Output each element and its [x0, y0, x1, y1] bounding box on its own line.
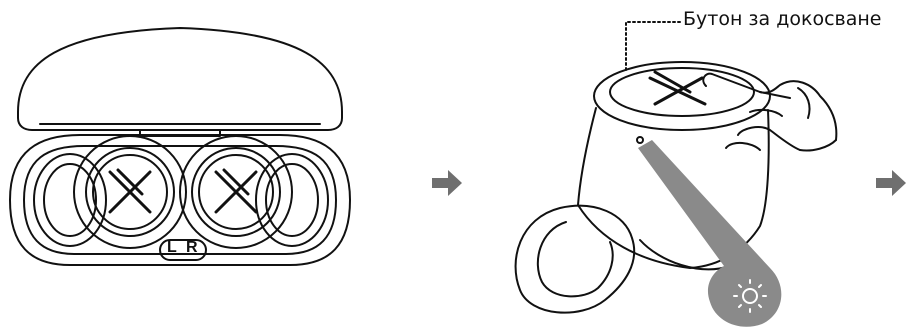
x-logo-icon [650, 72, 705, 104]
earbud-case [10, 28, 350, 265]
led-indicator-icon [637, 137, 643, 143]
right-earbud [180, 136, 292, 248]
left-mark: L [167, 239, 177, 257]
arrow-right-icon [876, 170, 906, 196]
case-lid [18, 28, 342, 130]
x-logo-icon [216, 170, 256, 212]
left-cavity-inner [44, 164, 96, 236]
x-logo-icon [110, 170, 150, 212]
right-mark: R [186, 239, 198, 257]
left-earbud [74, 136, 186, 248]
arrow-right-icon [432, 170, 462, 196]
led-pointer [638, 140, 781, 327]
earbud-top-cap [594, 62, 770, 130]
touch-button-label: Бутон за докосване [683, 8, 881, 30]
